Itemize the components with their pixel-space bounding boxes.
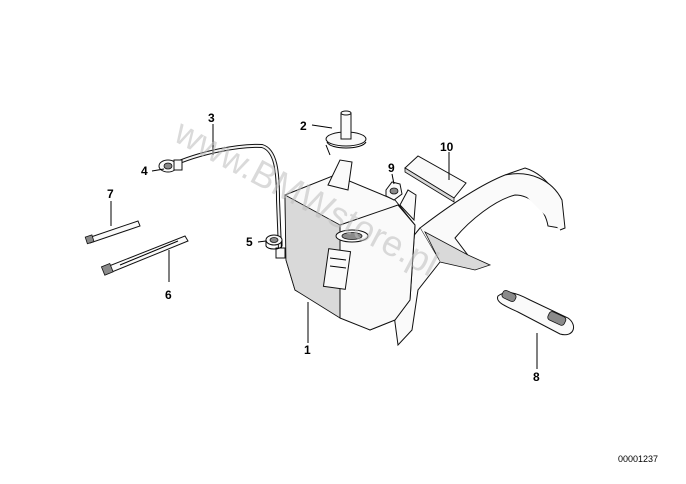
reference-number: 00001237 [618, 454, 658, 464]
callout-6: 6 [165, 288, 172, 302]
mounting-strap [496, 290, 575, 336]
callout-9: 9 [388, 161, 395, 175]
cable-tie-long [100, 235, 189, 276]
callout-1: 1 [304, 343, 311, 357]
callout-5: 5 [246, 235, 253, 249]
washer-tank [284, 159, 417, 331]
callout-10: 10 [440, 140, 454, 154]
clip-nut [385, 181, 403, 201]
callout-8: 8 [533, 370, 540, 384]
washer-hose [168, 143, 286, 259]
leader-lines [110, 124, 538, 369]
cable-tie-short [84, 220, 141, 245]
callout-4: 4 [141, 164, 148, 178]
hose-clamp [158, 159, 183, 173]
callout-2: 2 [300, 119, 307, 133]
callout-3: 3 [208, 111, 215, 125]
filler-cap [325, 110, 367, 156]
foam-strip [404, 155, 467, 203]
callout-labels: 1 2 3 4 5 6 7 8 9 10 [107, 111, 540, 384]
grommet [265, 234, 283, 250]
callout-7: 7 [107, 187, 114, 201]
